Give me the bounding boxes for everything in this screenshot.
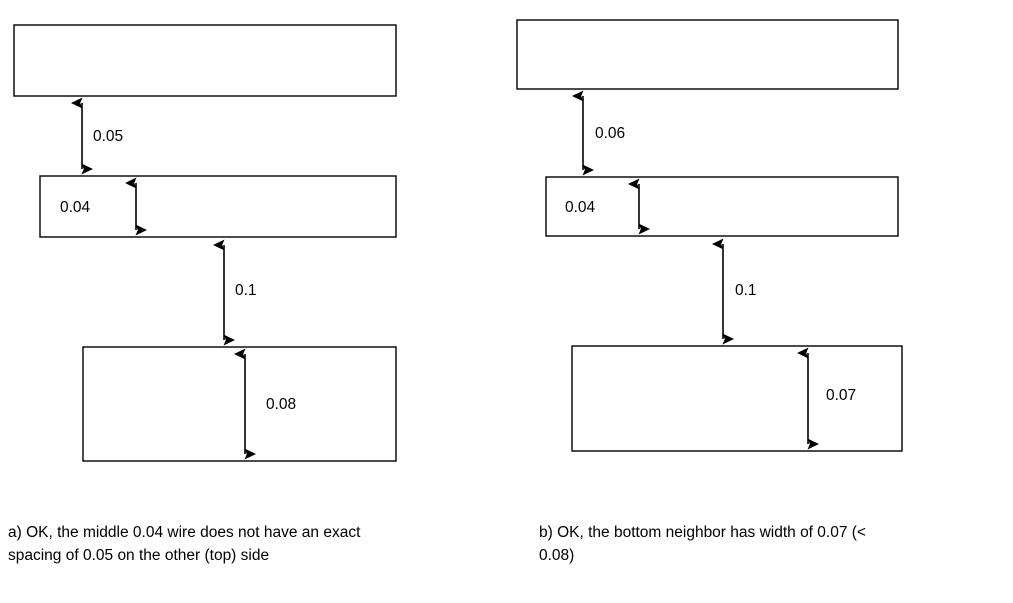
panel-a: 0.05 0.04 0.1 0.08 a) OK, the middle 0.0… <box>8 24 397 564</box>
panel-a-dim-label-spacing-middle-to-bottom: 0.1 <box>235 282 257 299</box>
panel-b-bottom-wire <box>571 345 903 452</box>
panel-b-dim-label-spacing-middle-to-bottom: 0.1 <box>735 282 757 299</box>
panel-b-dim-label-width-bottom-wire: 0.07 <box>826 387 856 404</box>
panel-b-top-wire <box>516 19 899 90</box>
panel-b-caption-line2: 0.08) <box>539 547 574 564</box>
panel-a-dim-label-width-middle-wire: 0.04 <box>60 199 91 216</box>
panel-a-middle-wire <box>39 175 397 238</box>
panel-a-caption-line2: spacing of 0.05 on the other (top) side <box>8 547 269 564</box>
panel-b-dim-label-spacing-top-to-middle: 0.06 <box>595 125 625 142</box>
panel-a-bottom-wire <box>82 346 397 462</box>
panel-b-dim-label-width-middle-wire: 0.04 <box>565 199 596 216</box>
panel-a-dim-label-width-bottom-wire: 0.08 <box>266 396 296 413</box>
panel-a-dim-label-spacing-top-to-middle: 0.05 <box>93 128 123 145</box>
panel-a-top-wire <box>13 24 397 97</box>
panel-a-caption-line1: a) OK, the middle 0.04 wire does not hav… <box>8 524 361 541</box>
panel-b-caption-line1: b) OK, the bottom neighbor has width of … <box>539 524 866 541</box>
panel-b: 0.06 0.04 0.1 0.07 b) OK, the bottom nei… <box>516 19 903 564</box>
panel-b-middle-wire <box>545 176 899 237</box>
